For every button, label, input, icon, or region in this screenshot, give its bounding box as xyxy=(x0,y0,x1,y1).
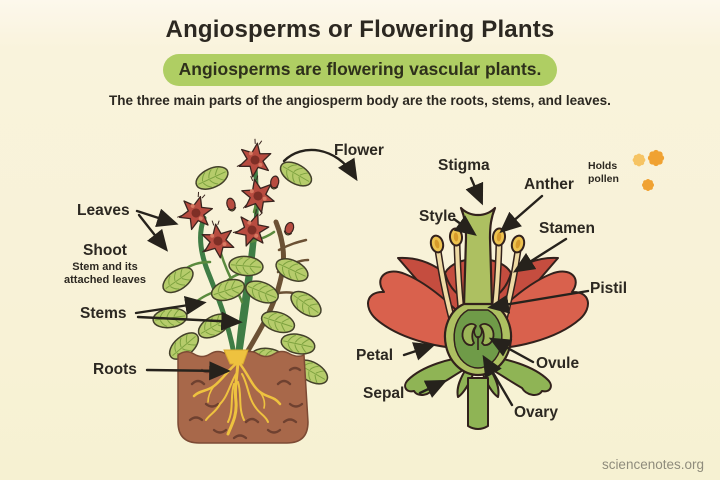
pollen-grains-icon xyxy=(632,149,665,192)
pistil-label: Pistil xyxy=(590,280,628,297)
shoot-label: Shoot xyxy=(83,242,127,259)
roots-arrow xyxy=(145,361,231,381)
shoot-sublabel: Stem and its attached leaves xyxy=(64,261,146,286)
stigma-label: Stigma xyxy=(438,157,490,174)
description-text: The three main parts of the angiosperm b… xyxy=(109,93,611,108)
holds-pollen-label: Holds pollen xyxy=(588,160,619,186)
roots-label: Roots xyxy=(93,361,137,378)
ovule-arrow xyxy=(488,337,535,364)
ovary-arrow xyxy=(482,354,514,407)
sepal-arrow xyxy=(418,379,448,398)
style-arrow xyxy=(452,215,477,236)
flower-label: Flower xyxy=(334,142,384,159)
pistil-arrow xyxy=(487,289,590,314)
stems-label: Stems xyxy=(80,305,127,322)
petal-arrow xyxy=(402,342,436,361)
page-title: Angiosperms or Flowering Plants xyxy=(165,16,555,43)
leaves-label: Leaves xyxy=(77,202,130,219)
anther-arrow xyxy=(499,194,544,234)
site-credit: sciencenotes.org xyxy=(601,457,704,472)
flower-stem xyxy=(467,377,489,430)
stamen-arrow xyxy=(512,237,568,273)
ovule-label: Ovule xyxy=(536,355,580,372)
stems-arrow-1 xyxy=(134,296,207,316)
petal-label: Petal xyxy=(356,347,394,364)
subtitle-row: Angiosperms are flowering vascular plant… xyxy=(0,54,720,86)
stigma-arrow xyxy=(465,176,484,206)
stamen-label: Stamen xyxy=(539,220,595,237)
stems-arrow-2 xyxy=(136,311,243,331)
leaves-arrow-1 xyxy=(135,208,179,227)
flower-arrow xyxy=(282,148,358,182)
ovary-label: Ovary xyxy=(514,404,558,421)
leaves-arrow-2 xyxy=(137,213,168,252)
style-label: Style xyxy=(419,208,457,225)
sepal-label: Sepal xyxy=(363,385,405,402)
subtitle-highlight: Angiosperms are flowering vascular plant… xyxy=(162,54,558,86)
anther-label: Anther xyxy=(524,176,574,193)
